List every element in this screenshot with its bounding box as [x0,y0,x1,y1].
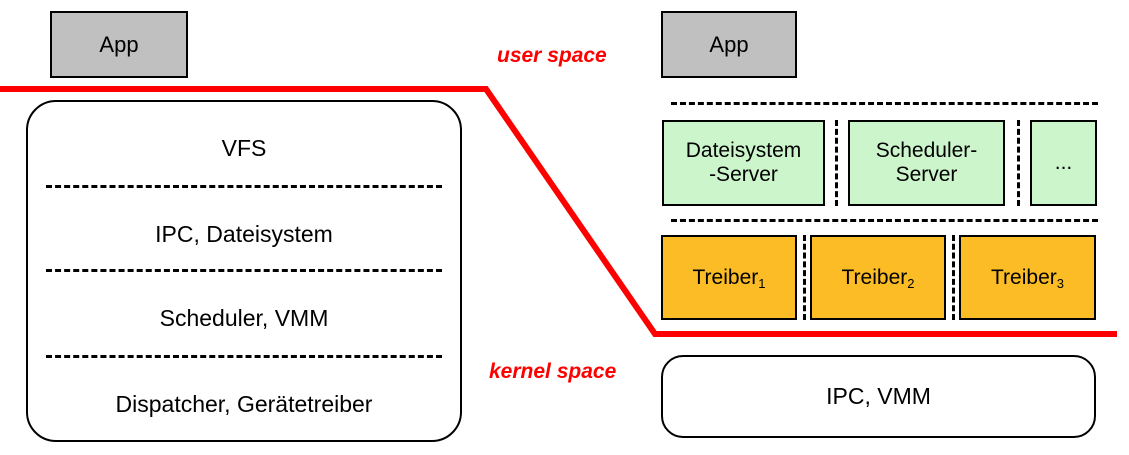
microkernel-core-box: IPC, VMM [661,355,1096,438]
left-app-box: App [50,11,188,78]
driver-label-3: Treiber3 [991,265,1064,291]
driver-index-1: 1 [758,275,766,291]
kernel-layer-ipc-dateisystem: IPC, Dateisystem [155,220,333,247]
server-divider-2 [1017,120,1020,206]
kernel-layer-dispatcher-geraetetreiber: Dispatcher, Gerätetreiber [115,390,373,417]
user-space-label: user space [497,44,607,67]
kernel-layer-scheduler-vmm: Scheduler, VMM [159,304,329,331]
right-app-label: App [709,31,749,57]
kernel-divider-3 [46,355,442,358]
server-label-dateisystem: Dateisystem -Server [685,138,802,186]
kernel-divider-1 [46,185,442,188]
server-label-more: ... [1054,150,1073,174]
microkernel-core-label: IPC, VMM [826,383,931,409]
right-app-box: App [661,11,797,78]
driver-label-2: Treiber2 [841,265,915,291]
driver-index-3: 3 [1056,275,1064,291]
server-label-scheduler: Scheduler- Server [875,138,978,186]
server-band-divider-top [671,102,1098,105]
driver-box-2: Treiber2 [810,235,946,320]
driver-index-2: 2 [907,275,915,291]
driver-divider-1 [803,235,806,320]
driver-box-3: Treiber3 [959,235,1096,320]
server-box-scheduler: Scheduler- Server [848,120,1005,206]
kernel-layer-vfs: VFS [221,134,267,161]
kernel-space-label: kernel space [489,360,617,383]
driver-divider-2 [952,235,955,320]
left-app-label: App [99,31,139,57]
driver-box-1: Treiber1 [661,235,797,320]
server-box-dateisystem: Dateisystem -Server [662,120,825,206]
kernel-divider-2 [46,269,442,272]
server-divider-1 [835,120,838,206]
driver-label-1: Treiber1 [692,265,766,291]
server-band-divider-bottom [671,219,1098,222]
server-box-more: ... [1030,120,1097,206]
